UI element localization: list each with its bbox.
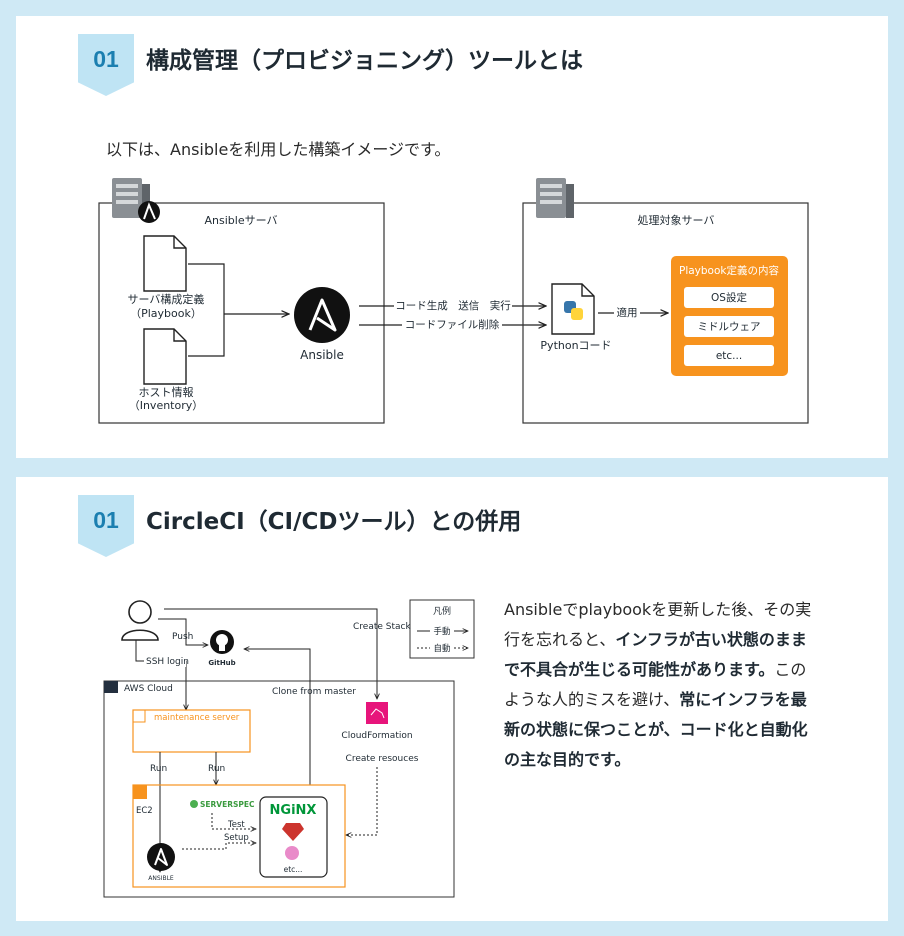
clone-arrow [244, 649, 311, 785]
legend-auto: 自動 [433, 643, 450, 654]
ansible-server-label: Ansibleサーバ [205, 214, 278, 227]
maintenance-server-label: maintenance server [154, 713, 240, 723]
target-server-frame [522, 202, 809, 424]
inventory-label-2: （Inventory） [129, 399, 204, 412]
ec2-label: EC2 [136, 806, 153, 816]
server-tower-icon [112, 178, 150, 218]
docs-connector [188, 263, 225, 357]
python-document-icon [551, 283, 595, 335]
ansible-badge-icon [138, 201, 160, 223]
description-text: Ansibleでplaybookを更新した後、その実行を忘れると、インフラが古い… [504, 595, 814, 775]
etc-label: etc... [284, 865, 303, 874]
push-label: Push [172, 632, 193, 642]
github-label: GitHub [208, 659, 235, 667]
github-icon [210, 630, 234, 654]
create-stack-label: Create Stack [353, 622, 411, 632]
server-tower-icon [536, 178, 574, 218]
ansible-small-label: ANSIBLE [148, 875, 174, 882]
inventory-document-icon [143, 328, 187, 385]
create-resources-arrow [346, 767, 378, 835]
setup-arrow [182, 843, 256, 850]
run-label-1: Run [150, 764, 167, 774]
apply-label: 適用 [617, 306, 638, 319]
ansible-server-frame [98, 202, 385, 424]
server-icon [132, 709, 146, 723]
section-number-badge: 01 [78, 34, 134, 96]
circleci-flow-diagram: 凡例 手動 自動 Push GitHub Create Stack SSH lo… [103, 599, 475, 898]
section-card-circleci: 01 CircleCI（CI/CDツール）との併用 凡例 手動 自動 Push [16, 477, 888, 921]
cloudformation-label: CloudFormation [341, 731, 412, 741]
python-code-label: Pythonコード [540, 339, 611, 352]
lead-text: 以下は、Ansibleを利用した構築イメージです。 [106, 140, 451, 159]
section-card-provisioning: 01 構成管理（プロビジョニング）ツールとは 以下は、Ansibleを利用した構… [16, 16, 888, 458]
ec2-frame [132, 784, 346, 888]
serverspec-label: SERVERSPEC [200, 800, 255, 809]
legend-manual: 手動 [433, 626, 450, 637]
badge-number: 01 [93, 46, 119, 72]
clone-label: Clone from master [272, 687, 356, 697]
legend-title: 凡例 [433, 605, 451, 617]
aws-logo-icon [104, 681, 118, 693]
ansible-logo-icon [294, 287, 350, 343]
ruby-icon [282, 823, 304, 841]
setup-label: Setup [224, 833, 249, 843]
ansible-label: Ansible [300, 348, 344, 362]
ssh-login-arrow [135, 640, 186, 710]
cloudformation-icon [366, 702, 388, 724]
section-title: 構成管理（プロビジョニング）ツールとは [146, 48, 583, 74]
playbook-item-etc: etc... [716, 350, 742, 362]
playbook-item-middleware: ミドルウェア [698, 321, 761, 333]
inventory-label-1: ホスト情報 [139, 386, 194, 399]
test-label: Test [227, 820, 245, 830]
text-segment: Ansibleでplaybookを更新した後、その実行を忘れると、 [504, 600, 812, 649]
playbook-box-title: Playbook定義の内容 [679, 264, 779, 277]
delete-code-label: コードファイル削除 [405, 318, 500, 331]
playbook-label-1: サーバ構成定義 [128, 292, 205, 306]
playbook-item-box [684, 345, 774, 366]
playbook-document-icon [143, 235, 187, 292]
serverspec-icon [190, 800, 198, 808]
send-code-label: コード生成 送信 実行 [395, 299, 511, 312]
aws-cloud-label: AWS Cloud [124, 684, 173, 694]
maintenance-server-box [132, 709, 251, 753]
playbook-item-box [684, 287, 774, 308]
text-segment: このような人的ミスを避け、 [504, 660, 807, 709]
create-stack-arrow [164, 608, 377, 699]
aws-cloud-frame [103, 680, 455, 898]
user-icon [121, 600, 159, 641]
badge-number: 01 [93, 507, 119, 533]
ec2-icon [133, 785, 147, 799]
run-label-2: Run [208, 764, 225, 774]
ansible-logo-icon [147, 843, 175, 871]
playbook-label-2: （Playbook） [130, 307, 202, 320]
section-title: CircleCI（CI/CDツール）との併用 [146, 509, 522, 535]
playbook-item-os: OS設定 [711, 291, 747, 304]
test-arrow [211, 813, 256, 829]
text-segment-bold: 常にインフラを最新の状態に保つことが、コード化と自動化の主な目的です。 [504, 690, 808, 769]
target-server-label: 処理対象サーバ [638, 213, 715, 227]
nginx-label: NGiNX [270, 803, 317, 818]
middleware-icon [285, 846, 299, 860]
push-arrow [158, 618, 208, 645]
playbook-item-box [684, 316, 774, 337]
text-segment-bold: インフラが古い状態のままで不具合が生じる可能性があります。 [504, 630, 807, 679]
create-resources-label: Create resouces [346, 754, 419, 764]
ansible-architecture-diagram: Ansibleサーバ サーバ構成定義 （Playbook） ホスト情報 （Inv… [98, 178, 809, 424]
section-number-badge: 01 [78, 495, 134, 557]
ssh-login-label: SSH login [146, 657, 189, 667]
